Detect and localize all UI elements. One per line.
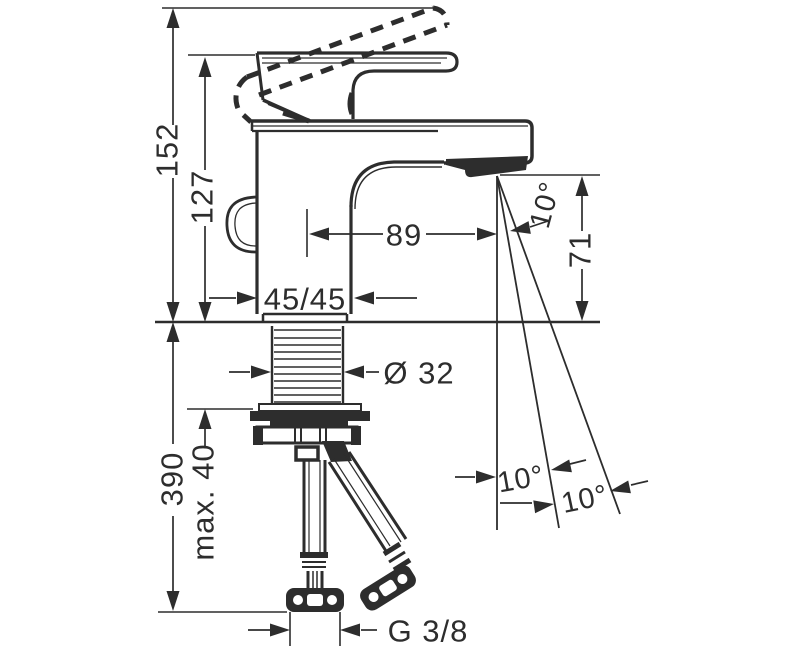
dim-shank-diameter-label: Ø 32 <box>383 355 455 391</box>
dim-body-footprint-label: 45/45 <box>263 281 347 317</box>
dim-lever-height-label: 127 <box>184 169 220 225</box>
side-loop-detail <box>225 195 257 254</box>
hose-fitting-angled <box>360 565 416 611</box>
dim-spout-reach-label: 89 <box>385 217 423 253</box>
mounting-washer-and-nut <box>250 403 370 445</box>
dim-hose-length-label: 390 <box>154 451 190 507</box>
aerator-outlet <box>446 156 528 178</box>
water-angle-lines <box>496 175 621 530</box>
faucet-body-outline <box>250 119 534 322</box>
supply-hose-straight <box>286 445 344 612</box>
dimension-arrows <box>166 8 631 637</box>
hose-fitting-straight <box>286 588 344 612</box>
dim-total-height-label: 152 <box>149 122 185 178</box>
lever-handle-raised-dashed <box>233 5 450 124</box>
dim-max-thickness-label: max. 40 <box>185 443 221 561</box>
mounting-shank-threads <box>270 326 345 404</box>
reference-lines <box>158 7 600 646</box>
supply-hose-angled <box>322 441 416 611</box>
dim-connection-thread-label: G 3/8 <box>387 613 469 649</box>
dim-outlet-height-label: 71 <box>562 231 598 269</box>
dimension-lines <box>172 18 649 631</box>
